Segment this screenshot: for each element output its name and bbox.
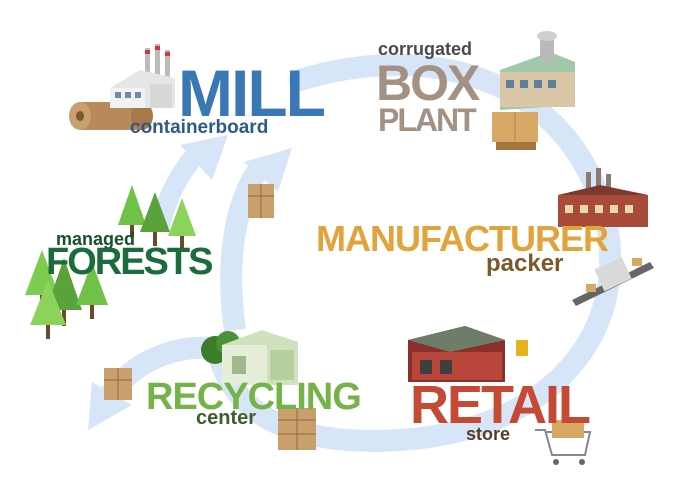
manufacturer-subtitle: packer bbox=[486, 250, 564, 277]
small-bale-icon-left bbox=[104, 368, 132, 400]
cardboard-bale-icon bbox=[278, 408, 316, 450]
arrowhead-left bbox=[88, 382, 132, 430]
conveyor-belt-icon bbox=[572, 256, 654, 306]
forests-title: FORESTS bbox=[46, 241, 213, 283]
arrowhead-to-mill-inner bbox=[244, 148, 292, 192]
box-plant-title-line2: PLANT bbox=[378, 102, 477, 138]
arrowhead-to-mill bbox=[180, 135, 228, 180]
warehouse-store-icon bbox=[408, 326, 528, 382]
recycling-title: RECYCLING bbox=[146, 376, 362, 418]
recycling-building-icon bbox=[201, 330, 298, 385]
box-plant-factory-icon bbox=[500, 31, 575, 110]
recycling-subtitle: center bbox=[196, 407, 257, 429]
box-plant-prefix: corrugated bbox=[378, 39, 473, 59]
small-bale-icon-top bbox=[248, 184, 274, 218]
cardboard-box-stack-icon bbox=[492, 112, 538, 150]
retail-subtitle: store bbox=[466, 424, 511, 444]
manufacturing-plant-icon bbox=[558, 168, 648, 227]
mill-title: MILL bbox=[178, 56, 326, 130]
shopping-cart-icon bbox=[535, 420, 592, 465]
box-plant-title-line1: BOX bbox=[376, 55, 480, 111]
pine-trees-icon bbox=[25, 185, 196, 339]
paper-mill-factory-icon bbox=[110, 44, 175, 108]
manufacturer-title: MANUFACTURER bbox=[316, 218, 609, 259]
cycle-arrow-inner bbox=[220, 158, 271, 332]
forests-prefix: managed bbox=[56, 229, 136, 249]
mill-subtitle: containerboard bbox=[130, 117, 269, 138]
retail-title: RETAIL bbox=[410, 375, 591, 435]
